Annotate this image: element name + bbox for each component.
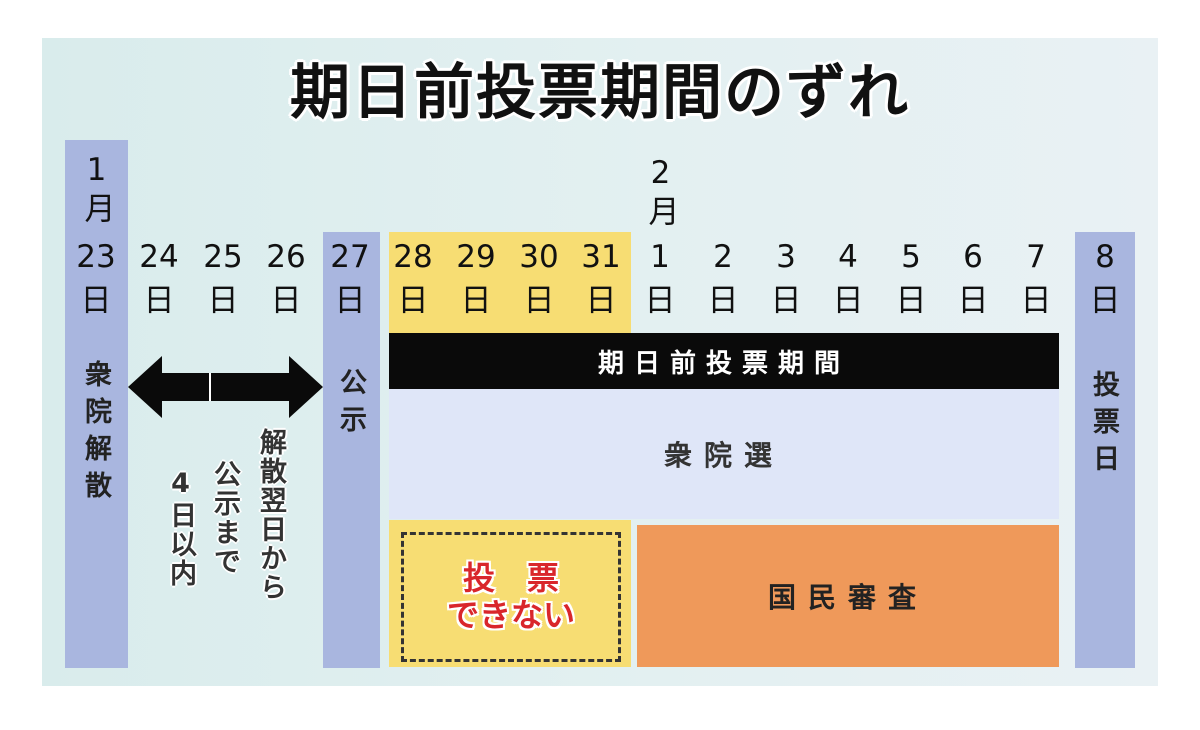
- date-jan-25: 25 日: [193, 242, 253, 322]
- note-line-3: 4日以内: [165, 468, 196, 588]
- date-number: 3: [776, 239, 796, 275]
- lower-house-election-band: 衆院選: [389, 389, 1059, 519]
- diagram-title: 期日前投票期間のずれ: [290, 58, 910, 128]
- date-unit: 日: [770, 283, 802, 319]
- date-unit: 日: [397, 283, 429, 319]
- date-number: 24: [139, 239, 179, 275]
- date-number: 8: [1095, 239, 1115, 275]
- date-unit: 日: [523, 283, 555, 319]
- date-jan-27: 27 日: [320, 242, 380, 322]
- announcement-label: 公示: [335, 368, 366, 442]
- date-unit: 日: [270, 283, 302, 319]
- date-unit: 日: [895, 283, 927, 319]
- date-unit: 日: [957, 283, 989, 319]
- date-unit: 日: [1089, 283, 1121, 319]
- date-number: 31: [581, 239, 621, 275]
- date-unit: 日: [80, 283, 112, 319]
- dissolution-column: [65, 140, 128, 668]
- date-number: 1: [650, 239, 670, 275]
- date-unit: 日: [707, 283, 739, 319]
- date-unit: 日: [644, 283, 676, 319]
- national-review-band: 国民審査: [637, 525, 1059, 667]
- cannot-vote-line-2: できない: [446, 596, 575, 634]
- date-jan-29: 29 日: [446, 242, 506, 322]
- date-number: 27: [330, 239, 370, 275]
- date-number: 2: [713, 239, 733, 275]
- date-jan-23: 23 日: [66, 242, 126, 322]
- announcement-column: [323, 232, 380, 668]
- date-jan-24: 24 日: [129, 242, 189, 322]
- cannot-vote-area: [389, 520, 631, 667]
- cannot-vote-box: 投 票 できない: [401, 532, 621, 662]
- date-number: 6: [963, 239, 983, 275]
- date-unit: 日: [1020, 283, 1052, 319]
- month-label-jan: 1月: [66, 152, 126, 233]
- date-jan-30: 30 日: [509, 242, 569, 322]
- date-unit: 日: [585, 283, 617, 319]
- date-number: 30: [519, 239, 559, 275]
- month-label-feb: 2月: [630, 155, 690, 236]
- date-number: 28: [393, 239, 433, 275]
- date-unit: 日: [334, 283, 366, 319]
- early-voting-period-bar: 期日前投票期間: [389, 333, 1059, 389]
- date-unit: 日: [207, 283, 239, 319]
- date-jan-26: 26 日: [256, 242, 316, 322]
- month-jan-text: 1月: [78, 152, 115, 227]
- date-unit: 日: [460, 283, 492, 319]
- month-feb-text: 2月: [642, 155, 679, 230]
- date-unit: 日: [143, 283, 175, 319]
- voting-day-label: 投票日: [1088, 370, 1119, 481]
- date-number: 23: [76, 239, 116, 275]
- no-voting-days-highlight: [389, 232, 631, 333]
- date-number: 5: [901, 239, 921, 275]
- note-line-1: 解散翌日から: [255, 428, 286, 602]
- note-line-2: 公示まで: [209, 460, 240, 576]
- date-number: 7: [1026, 239, 1046, 275]
- cannot-vote-line-1: 投 票: [462, 559, 559, 598]
- voting-day-column: [1075, 232, 1135, 668]
- date-number: 26: [266, 239, 306, 275]
- date-jan-28: 28 日: [383, 242, 443, 322]
- date-number: 25: [203, 239, 243, 275]
- dissolution-label: 衆院解散: [80, 360, 111, 508]
- date-number: 29: [456, 239, 496, 275]
- double-arrow-icon: [128, 356, 323, 418]
- date-unit: 日: [832, 283, 864, 319]
- date-jan-31: 31 日: [571, 242, 631, 322]
- date-number: 4: [838, 239, 858, 275]
